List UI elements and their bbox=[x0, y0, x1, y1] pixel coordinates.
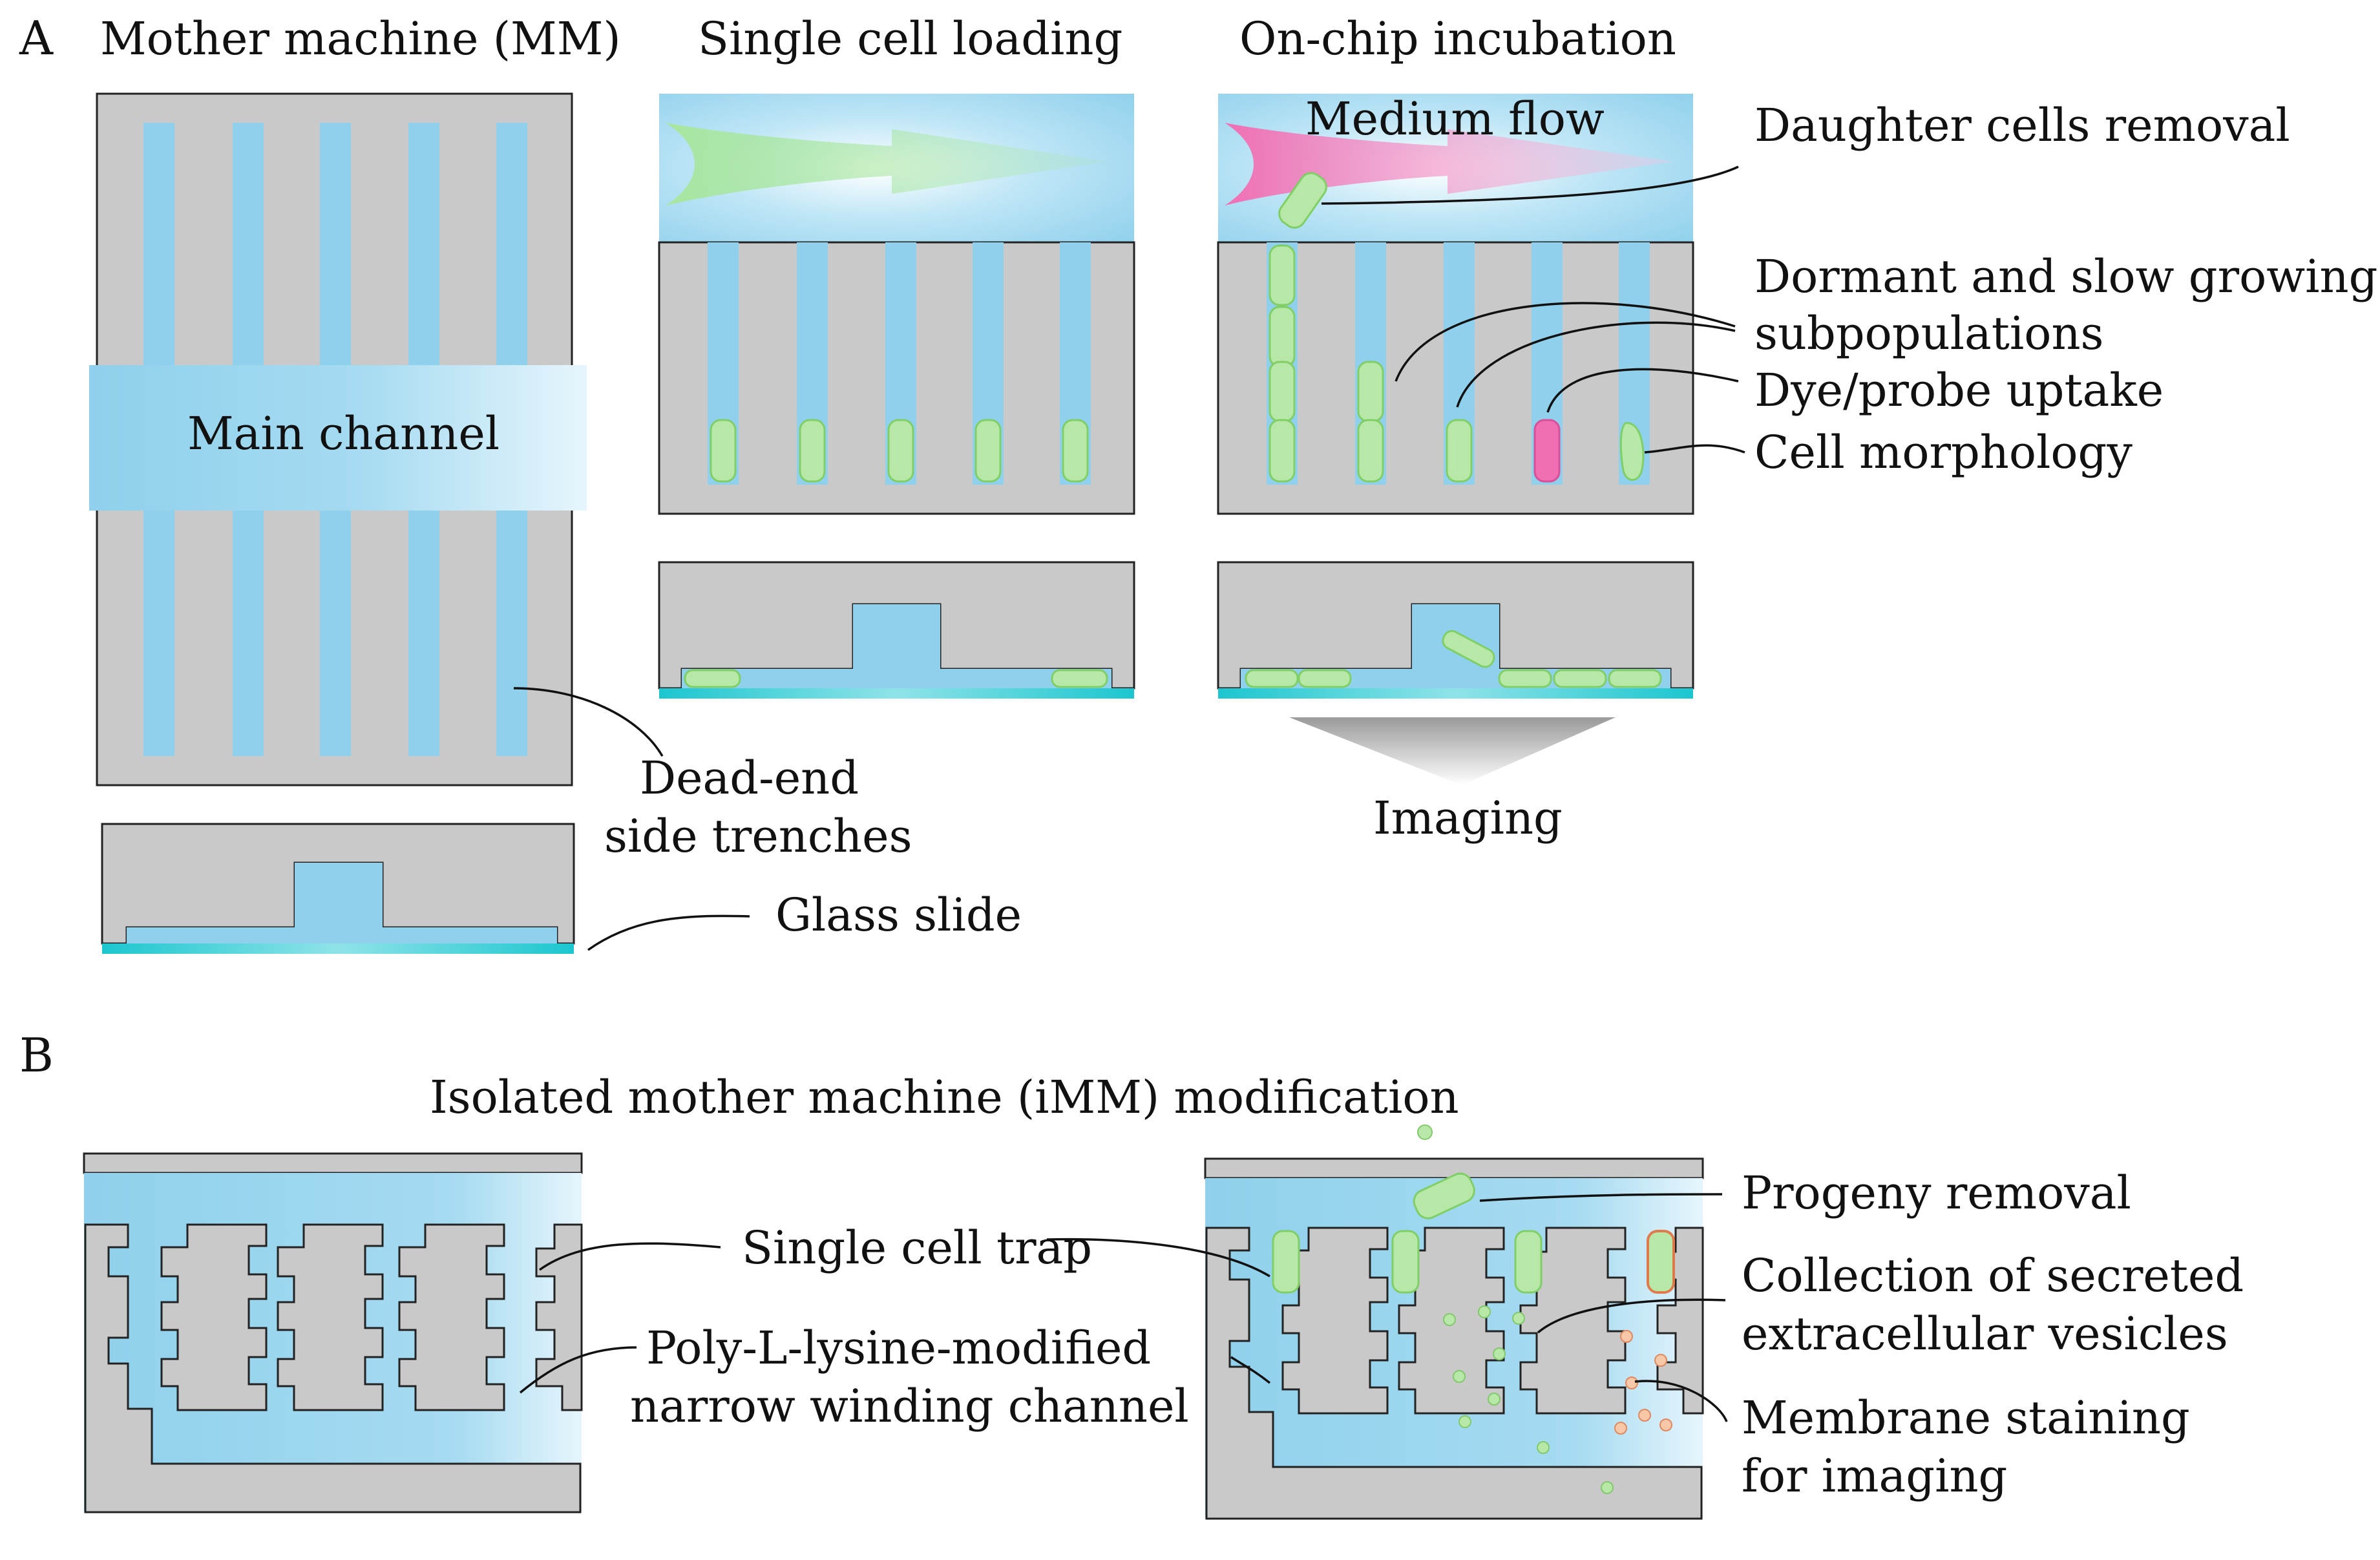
winding-channel-label: narrow winding channel bbox=[630, 1380, 1189, 1433]
imaging-cone bbox=[1289, 717, 1616, 785]
loaded-cell bbox=[1062, 419, 1089, 483]
mother-machine-cross-section bbox=[101, 823, 575, 954]
loaded-cell bbox=[887, 419, 914, 483]
loaded-cell bbox=[974, 419, 1002, 483]
mother-machine-title: Mother machine (MM) bbox=[100, 12, 621, 65]
imm-title: Isolated mother machine (iMM) modificati… bbox=[430, 1071, 1459, 1124]
flow-arrow-pink bbox=[1225, 123, 1674, 206]
membrane-staining-label: Membrane staining bbox=[1742, 1391, 2190, 1444]
main-channel-label: Main channel bbox=[187, 407, 500, 460]
cell-morphology-label: Cell morphology bbox=[1754, 426, 2133, 479]
single-cell-loading-cross-section bbox=[658, 561, 1135, 699]
pll-label: Poly-L-lysine-modified bbox=[646, 1322, 1151, 1375]
on-chip-incubation-top-view: Medium flow bbox=[1217, 92, 1694, 515]
daughter-removal-label: Daughter cells removal bbox=[1754, 99, 2290, 152]
single-cell-loading-top-view bbox=[658, 94, 1135, 515]
imm-left-schematic bbox=[83, 1152, 583, 1513]
extracellular-vesicles-label: extracellular vesicles bbox=[1742, 1307, 2228, 1360]
single-cell-loading-title: Single cell loading bbox=[698, 12, 1122, 65]
extracellular-vesicles bbox=[1443, 1305, 1672, 1494]
collection-label: Collection of secreted bbox=[1742, 1249, 2244, 1302]
membrane-stained-cell bbox=[1647, 1230, 1675, 1294]
loaded-cell bbox=[799, 419, 826, 483]
subpopulations-label: subpopulations bbox=[1754, 307, 2103, 360]
daughter-cell bbox=[1278, 172, 1327, 229]
dead-end-label: Dead-end bbox=[640, 752, 859, 805]
dye-uptake-label: Dye/probe uptake bbox=[1754, 364, 2164, 417]
on-chip-incubation-title: On-chip incubation bbox=[1239, 12, 1676, 65]
imm-right-schematic bbox=[1204, 1124, 1704, 1520]
medium-flow-label: Medium flow bbox=[1305, 92, 1605, 145]
progeny-removal-label: Progeny removal bbox=[1742, 1166, 2131, 1219]
mother-machine-top-view: Main channel bbox=[89, 92, 587, 786]
flow-arrow-green bbox=[666, 123, 1108, 206]
misshapen-cell bbox=[1619, 422, 1645, 481]
glass-slide-label: Glass slide bbox=[775, 889, 1022, 942]
progeny-cell bbox=[1413, 1172, 1475, 1219]
single-cell-trap-label: Single cell trap bbox=[742, 1221, 1092, 1274]
for-imaging-label: for imaging bbox=[1742, 1449, 2007, 1502]
dye-stained-cell bbox=[1533, 419, 1561, 483]
imaging-label: Imaging bbox=[1373, 792, 1563, 845]
panel-a-letter: A bbox=[19, 11, 54, 65]
dormant-label: Dormant and slow growing bbox=[1754, 250, 2377, 303]
side-trenches-label: side trenches bbox=[604, 810, 912, 863]
loaded-cell bbox=[710, 419, 737, 483]
on-chip-incubation-cross-section: Imaging bbox=[1217, 561, 1694, 845]
panel-b-letter: B bbox=[19, 1028, 54, 1082]
